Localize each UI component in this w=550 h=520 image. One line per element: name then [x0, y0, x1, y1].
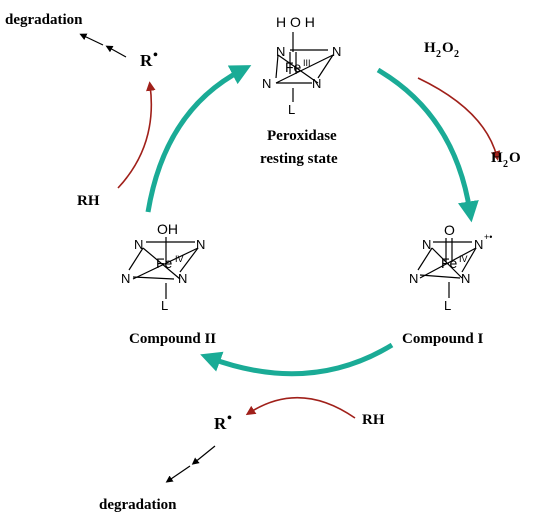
- radical-r-bottom: R: [214, 414, 227, 433]
- compound-i-oxidation: IV: [459, 254, 468, 264]
- degradation-arrow-top-2: [79, 33, 104, 46]
- h2o-h: H: [491, 150, 503, 166]
- resting-fe: Fe: [285, 59, 302, 75]
- compound-i-radical-cation: +•: [484, 232, 492, 242]
- compound-i-label: Compound I: [402, 331, 483, 347]
- compound-ii-hydroxo: OH: [157, 221, 178, 237]
- degradation-arrow-top-1: [105, 45, 127, 58]
- radical-bottom: R •: [214, 411, 232, 433]
- compound-i-axial-ligand: L: [444, 298, 451, 313]
- cycle-arrow-compound-i-to-compound-ii: [200, 342, 394, 377]
- h2o2-consumption-arrow: [417, 77, 501, 161]
- radical-r-top: R: [140, 51, 153, 70]
- compound-i-structure: O N N N N Fe IV +• L: [409, 222, 492, 313]
- cycle-arrow-compound-ii-to-resting: [145, 65, 252, 213]
- h2o2-sub1: 2: [436, 49, 441, 60]
- h2o2-sub2: 2: [454, 49, 459, 60]
- degradation-arrow-bottom-2: [165, 465, 191, 483]
- radical-dot-bottom: •: [227, 411, 232, 426]
- resting-n-bottom-left: N: [262, 76, 271, 91]
- resting-n-top-right: N: [332, 44, 341, 59]
- resting-n-bottom-right: N: [312, 76, 321, 91]
- degradation-label-top: degradation: [5, 12, 83, 28]
- compound-i-fe: Fe: [441, 255, 458, 271]
- resting-axial-ligand: L: [288, 102, 295, 117]
- h2o2-h: H: [424, 40, 436, 56]
- compound-ii-oxidation: IV: [175, 254, 184, 264]
- resting-state-structure: H O H N N N N Fe III L: [262, 14, 341, 117]
- resting-label-line2: resting state: [260, 151, 338, 167]
- degradation-label-bottom: degradation: [99, 497, 177, 513]
- compound-i-n-bottom-left: N: [409, 271, 418, 286]
- cycle-arrow-resting-to-compound-i: [376, 67, 479, 223]
- rh-oxidation-arrow-bottom: [245, 396, 356, 419]
- resting-oxidation: III: [303, 58, 311, 68]
- resting-ligand: H O H: [276, 14, 315, 30]
- degradation-arrow-bottom-1: [191, 445, 216, 465]
- h2o2-o: O: [442, 40, 454, 56]
- h2o-sub1: 2: [503, 159, 508, 170]
- rh-label-bottom: RH: [362, 412, 385, 428]
- radical-top: R •: [140, 48, 158, 70]
- radical-dot-top: •: [153, 48, 158, 63]
- h2o-o: O: [509, 150, 521, 166]
- compound-i-oxo: O: [444, 222, 455, 238]
- h2o-label: H 2 O: [491, 150, 521, 170]
- compound-ii-n-bottom-left: N: [121, 271, 130, 286]
- compound-ii-fe: Fe: [156, 255, 173, 271]
- compound-ii-axial-ligand: L: [161, 298, 168, 313]
- compound-i-n-top-left: N: [422, 237, 431, 252]
- compound-i-n-top-right: N: [474, 237, 483, 252]
- rh-oxidation-arrow-top: [117, 81, 156, 189]
- resting-n-top-left: N: [276, 44, 285, 59]
- compound-ii-label: Compound II: [129, 331, 216, 347]
- compound-ii-n-bottom-right: N: [178, 271, 187, 286]
- compound-ii-n-top-left: N: [134, 237, 143, 252]
- compound-ii-n-top-right: N: [196, 237, 205, 252]
- resting-label-line1: Peroxidase: [267, 128, 337, 144]
- compound-i-n-bottom-right: N: [461, 271, 470, 286]
- compound-ii-structure: OH N N N N Fe IV L: [121, 221, 205, 313]
- rh-label-top: RH: [77, 193, 100, 209]
- h2o2-label: H 2 O 2: [424, 40, 459, 60]
